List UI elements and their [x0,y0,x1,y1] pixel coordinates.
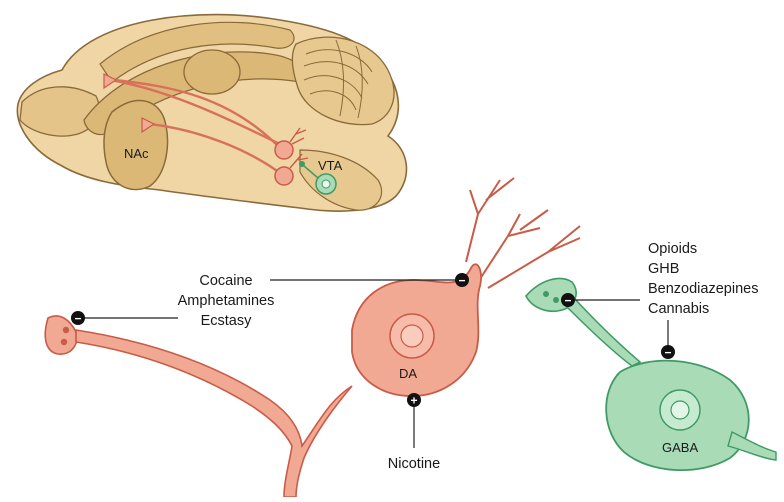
drug-label-ghb: GHB [648,261,679,277]
drug-label-opioids: Opioids [648,241,697,257]
svg-text:−: − [458,274,465,288]
da-label: DA [399,366,417,381]
drug-label-cocaine: Cocaine [199,273,252,289]
drug-label-benzodiazepines: Benzodiazepines [648,281,758,297]
drug-label-amphetamines: Amphetamines [178,293,275,309]
excite-marker-nicotine: + [407,393,421,408]
inhibitory-drug-labels: Opioids GHB Benzodiazepines Cannabis [648,241,758,317]
vta-label: VTA [318,158,343,173]
svg-text:−: − [664,346,671,360]
svg-text:−: − [564,294,571,308]
da-axon [76,330,352,497]
drug-label-nicotine: Nicotine [388,456,440,472]
inhibit-marker-gaba-soma: − [661,345,675,360]
gaba-label: GABA [662,440,698,455]
stimulant-drug-labels: Cocaine Amphetamines Ecstasy [178,273,275,329]
inhibit-marker-terminal: − [71,311,85,326]
drug-label-cannabis: Cannabis [648,301,709,317]
drug-label-ecstasy: Ecstasy [201,313,253,329]
brain-illustration: NAc VTA [17,15,406,212]
da-axon-terminal [45,316,352,497]
svg-text:−: − [74,312,81,326]
da-dendrites [466,178,580,288]
thalamus [184,50,240,94]
svg-text:+: + [410,394,417,408]
nac-label: NAc [124,146,149,161]
